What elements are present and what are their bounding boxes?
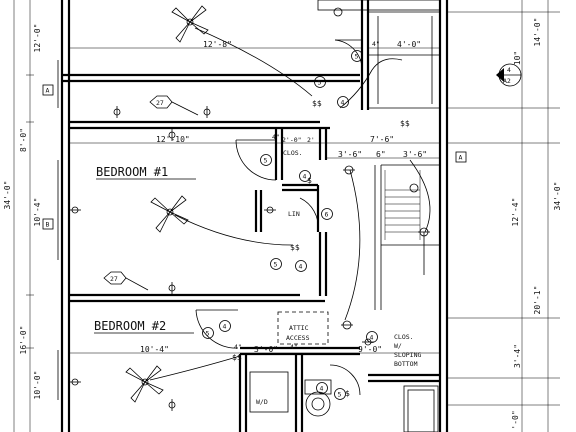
dim-right-20-1: 20'-1"	[533, 286, 542, 315]
dim-left-16-0: 16'-0"	[19, 326, 28, 355]
closet-sloping-label-3: SLOPING	[394, 351, 421, 359]
dim-left-12-0: 12'-0"	[33, 24, 42, 53]
svg-text:5: 5	[355, 53, 359, 61]
walls	[57, 0, 449, 432]
room-label-bedroom-1: BEDROOM #1	[96, 165, 168, 179]
svg-text:A2: A2	[503, 77, 511, 85]
dim-left-34-0: 34'-0"	[3, 181, 12, 210]
detail-tag-27: 27	[149, 95, 199, 116]
dim-small-4-a: 4"	[372, 40, 380, 48]
tag-circle: 5	[314, 76, 326, 88]
svg-text:$$: $$	[290, 243, 300, 252]
ceiling-fan-icon	[171, 5, 209, 43]
tag-circle: 5	[260, 154, 272, 166]
closet-sloping-label-2: W/	[394, 342, 402, 350]
closet-sloping-label-1: CLOS.	[394, 333, 414, 341]
svg-text:$: $	[345, 389, 350, 398]
washer-dryer-label: W/D	[256, 398, 268, 406]
tag-circle: 4	[219, 320, 231, 332]
dim-right-14-0: 14'-0"	[533, 18, 542, 47]
dim-small-4-c: 4"	[234, 343, 242, 351]
svg-text:4: 4	[507, 66, 511, 74]
tag-circle: 4	[295, 260, 307, 272]
tag-circle: 6	[321, 208, 333, 220]
svg-text:4: 4	[303, 173, 307, 181]
svg-text:A: A	[459, 154, 463, 162]
svg-text:4: 4	[299, 263, 303, 271]
dim-left-10-4: 10'-4"	[33, 198, 42, 227]
svg-text:B: B	[46, 221, 50, 229]
section-marker-b: B	[42, 218, 54, 230]
dim-right-4-0: 4'-0"	[397, 40, 421, 49]
svg-text:5: 5	[318, 79, 322, 87]
dim-closet-c: 7'-6"	[370, 135, 394, 144]
svg-text:5: 5	[264, 157, 268, 165]
dim-lower-3-0: 3'-0"	[254, 345, 278, 354]
svg-text:$$: $$	[312, 99, 322, 108]
dim-hall-b: 6"	[376, 150, 386, 159]
svg-text:4: 4	[341, 99, 345, 107]
svg-text:5: 5	[274, 261, 278, 269]
dim-closet-a: 2'-0"	[282, 136, 302, 144]
svg-text:5: 5	[338, 391, 342, 399]
tag-circle: 5	[334, 388, 346, 400]
ceiling-fan-icon	[150, 195, 189, 233]
dim-closet-b: 2'	[307, 136, 315, 144]
svg-text:4: 4	[223, 323, 227, 331]
svg-text:27: 27	[110, 275, 118, 283]
detail-tag-27: 27	[103, 271, 149, 291]
dim-hall-a: 3'-6"	[338, 150, 362, 159]
dim-right-0: '-0"	[511, 410, 520, 429]
attic-access-label-2: ACCESS	[286, 334, 310, 342]
tag-circle: 5	[270, 258, 282, 270]
dim-hall-c: 3'-6"	[403, 150, 427, 159]
svg-text:A: A	[46, 87, 50, 95]
closet-sloping-label-4: BOTTOM	[394, 360, 418, 368]
circuit-tags: 5 4 5 5 4 6 5 4 4 5 4 5 4	[202, 50, 378, 400]
door-swings	[195, 39, 363, 396]
dim-small-4-d: 4"	[290, 343, 298, 351]
dim-lower-9-0: 9'-0"	[358, 345, 382, 354]
ceiling-fan-icon	[125, 365, 164, 403]
svg-text:4: 4	[320, 385, 324, 393]
svg-text:5: 5	[206, 330, 210, 338]
svg-text:27: 27	[156, 99, 164, 107]
switch-symbols: $$ $$ $$ $$ $ $	[232, 99, 410, 398]
section-cut-symbol: 4 A2	[496, 63, 522, 87]
svg-text:$: $	[307, 176, 312, 185]
tag-circle: 4	[299, 170, 311, 182]
tag-circle: 4	[337, 96, 349, 108]
dim-bedroom2-width: 10'-4"	[140, 345, 169, 354]
tag-circle: 4	[316, 382, 328, 394]
svg-text:6: 6	[325, 211, 329, 219]
dim-right-3-4: 3'-4"	[513, 344, 522, 368]
dim-small-4-b: 4"	[272, 133, 280, 141]
tag-circle: 5	[202, 327, 214, 339]
section-marker-a: A	[42, 84, 54, 96]
svg-text:4: 4	[370, 334, 374, 342]
dim-right-12-4: 12'-4"	[511, 198, 520, 227]
linen-label: LIN	[288, 210, 300, 218]
section-marker-a: A	[455, 151, 467, 163]
dim-bedroom1-width: 12'-10"	[156, 135, 190, 144]
dim-top-width: 12'-8"	[203, 40, 232, 49]
dim-right-10: 10"	[513, 51, 522, 65]
tag-circle: 5	[351, 50, 363, 62]
outlet-symbols	[69, 106, 374, 411]
room-label-bedroom-2: BEDROOM #2	[94, 319, 166, 333]
dim-left-10-0: 10'-0"	[33, 371, 42, 400]
svg-text:$$: $$	[232, 353, 242, 362]
wiring	[149, 27, 431, 381]
dim-left-8-0: 8'-0"	[19, 128, 28, 152]
light-fixtures	[333, 7, 430, 330]
tag-circle: 4	[366, 331, 378, 343]
attic-access-label-1: ATTIC	[289, 324, 309, 332]
dimension-lines	[13, 0, 560, 432]
svg-text:$$: $$	[400, 119, 410, 128]
dim-right-34-0: 34'-0"	[553, 182, 562, 211]
closet-label: CLOS.	[283, 149, 303, 157]
